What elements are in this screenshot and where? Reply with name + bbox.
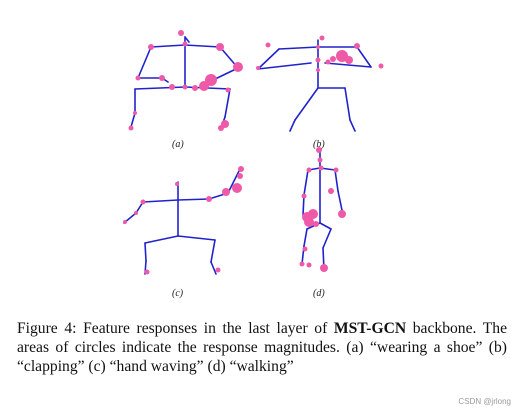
panel-b-joint <box>256 66 260 70</box>
panel-c-bone <box>177 235 216 241</box>
panel-a-joint <box>178 30 184 36</box>
panel-b-joint <box>265 42 271 48</box>
panel-d-bone <box>303 169 309 196</box>
panel-b-joint <box>345 56 353 64</box>
panel-b-joint <box>378 63 384 69</box>
panel-a-joint <box>225 87 231 93</box>
panel-d-joint <box>299 261 305 267</box>
panel-a-joint <box>199 81 209 91</box>
panel-label-b: (b) <box>313 139 325 150</box>
panel-c-bone <box>144 235 179 244</box>
panel-c-joint <box>206 196 212 202</box>
panel-c-bone <box>177 198 210 201</box>
panel-c-bone <box>227 168 241 194</box>
panel-a-joint <box>135 75 141 81</box>
panel-b-bone <box>356 46 372 68</box>
panel-a-joint <box>182 41 188 47</box>
panel-b-bone <box>257 62 312 70</box>
panel-a-skeleton <box>128 30 243 131</box>
panel-b-bone <box>344 87 351 121</box>
panel-b-joint <box>336 50 348 62</box>
panel-d-joint <box>338 210 346 218</box>
panel-d-bone <box>322 228 332 249</box>
panel-a-bone <box>150 44 186 48</box>
panel-b-bone <box>257 48 280 70</box>
panel-a-joint <box>169 84 175 90</box>
panel-b-joint <box>330 56 336 62</box>
panel-a-bone <box>224 88 231 118</box>
panel-c-bone <box>144 242 147 262</box>
panel-b-bone <box>324 62 372 68</box>
panel-d-joint <box>328 188 334 194</box>
panel-c-bone <box>210 261 217 275</box>
panel-d-joint <box>301 193 307 199</box>
panel-c-joint <box>140 199 146 205</box>
panel-c-joint <box>238 166 244 172</box>
panel-a-bone <box>134 86 186 90</box>
figure-caption: Figure 4: Feature responses in the last … <box>17 319 507 376</box>
panel-c-joint <box>144 269 150 275</box>
panel-label-a: (a) <box>172 139 184 150</box>
panel-a-joint <box>148 44 154 50</box>
panel-d-joint <box>316 147 322 153</box>
panel-c-joint <box>237 173 243 179</box>
panel-d-bone <box>334 169 339 192</box>
panel-a-bone <box>130 112 136 128</box>
panel-b-joint <box>316 45 320 49</box>
caption-text-2: backbone. The areas of circles indicate … <box>17 320 507 375</box>
panel-a-bone <box>137 46 152 79</box>
panel-b-skeleton <box>256 35 384 132</box>
panel-c-bone <box>210 239 216 263</box>
panel-a-joint <box>192 85 198 91</box>
panel-a-joint <box>233 62 243 72</box>
panel-c-joint <box>123 220 127 224</box>
panel-a-joint <box>128 125 134 131</box>
panel-b-bone <box>278 46 319 50</box>
panel-b-bone <box>289 119 296 132</box>
panel-a-bone <box>184 36 190 43</box>
panel-d-skeleton <box>299 147 346 272</box>
panel-c-bone <box>142 199 179 203</box>
caption-figure-label: Figure 4: <box>17 320 77 337</box>
panel-b-joint <box>325 59 331 65</box>
panel-d-joint <box>306 167 312 173</box>
panel-d-joint <box>318 165 324 171</box>
panel-d-bone <box>319 222 332 230</box>
panel-d-joint <box>302 246 308 252</box>
caption-text-1: Feature responses in the last layer of <box>76 320 334 337</box>
panel-d-joint <box>317 157 323 163</box>
panel-b-joint <box>319 35 325 41</box>
panel-d-joint <box>333 167 339 173</box>
panel-a-joint <box>159 75 165 81</box>
panel-c-joint <box>175 182 179 186</box>
panel-b-bone <box>294 87 319 121</box>
panel-a-joint <box>216 43 224 51</box>
panel-c-joint <box>222 188 230 196</box>
panel-c-skeleton <box>123 166 244 275</box>
panel-a-joint <box>133 111 137 115</box>
panel-c-joint <box>215 267 221 273</box>
panel-label-c: (c) <box>172 288 184 299</box>
panel-c-joint <box>232 183 242 193</box>
panel-d-joint <box>306 262 312 268</box>
panel-b-bone <box>349 119 356 132</box>
panel-c-joint <box>134 211 138 215</box>
panel-d-joint <box>320 264 328 272</box>
panel-a-bone <box>184 44 221 48</box>
panel-b-joint <box>316 68 320 72</box>
panel-d-joint <box>313 221 319 227</box>
panel-d-joint <box>304 217 314 227</box>
panel-a-joint <box>182 84 188 90</box>
panel-d-bone <box>303 228 308 247</box>
watermark: CSDN @jrlong <box>458 397 511 406</box>
panel-b-joint <box>354 43 360 49</box>
caption-model-name: MST-GCN <box>333 320 407 337</box>
panel-b-joint <box>315 57 321 63</box>
panel-label-d: (d) <box>313 288 325 299</box>
panel-a-joint <box>218 125 224 131</box>
